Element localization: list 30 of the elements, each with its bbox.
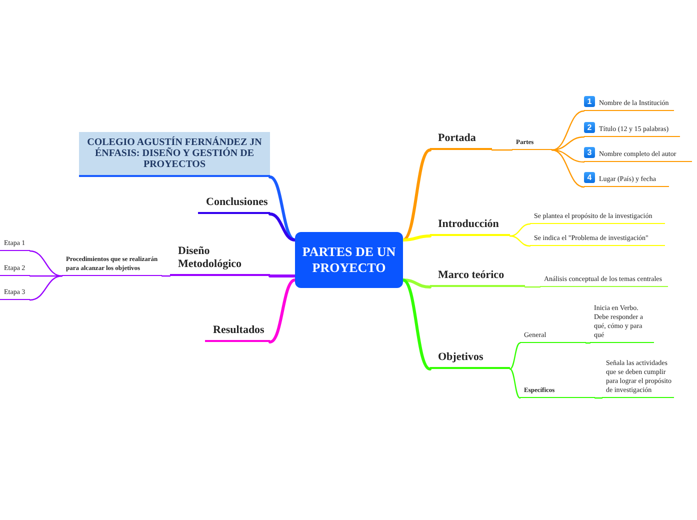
branch-line [402,278,432,370]
branch-line [161,275,171,277]
central-topic-box: PARTES DE UN PROYECTO [295,232,403,288]
branch-line [585,342,591,344]
topic-label: Introducción [430,214,510,236]
branch-line [509,235,531,247]
topic-label: Objetivos [430,348,510,369]
branch-line [509,368,521,399]
topic-label: Diseño Metodológico [170,244,270,276]
branch-line [268,212,296,242]
topic-label: Portada [430,128,492,150]
branch-line [29,250,63,277]
topic-label: Resultados [205,324,270,342]
branch-line [594,397,603,399]
branch-line [29,275,63,301]
topic-label: Marco teórico [430,266,525,287]
branch-line [268,278,296,344]
branch-line [551,149,585,188]
branch-line [268,274,296,278]
branch-line [268,176,296,242]
branch-line [524,286,541,288]
branch-line [402,234,432,242]
branch-line [509,223,531,237]
branch-line [509,342,521,370]
branch-line [402,278,432,288]
branch-line [551,110,585,151]
title-box: COLEGIO AGUSTÍN FERNÁNDEZ JN ÉNFASIS: DISEÑO Y GESTIÓN DE PROYECTOS [79,132,270,177]
branch-line [491,149,513,151]
branch-line [402,148,432,242]
topic-label: Conclusiones [198,196,270,214]
